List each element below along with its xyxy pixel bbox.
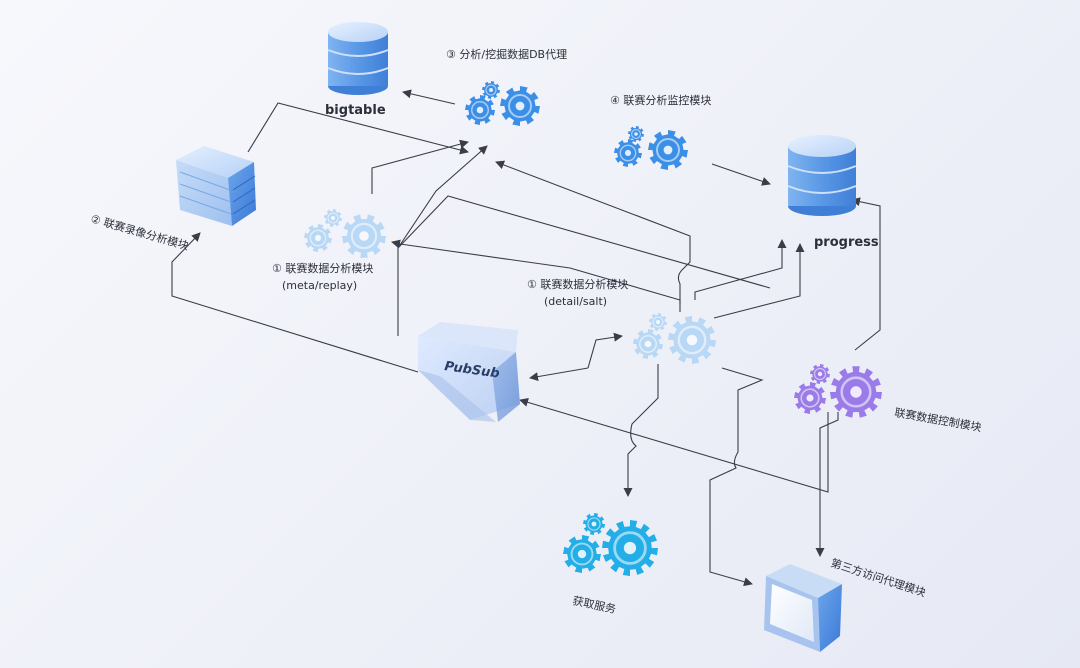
arrow-control-to-progress — [851, 197, 881, 351]
fetch-service-label: 获取服务 — [571, 594, 617, 616]
gear-icon-detail-large — [668, 316, 716, 364]
arrow-proxy-to-bigtable — [402, 89, 456, 105]
flow-lines — [171, 89, 881, 587]
gear-icon-fetch-small — [583, 513, 605, 535]
arrow-detail-to-proxy — [495, 160, 691, 304]
arrow-monitor-to-progress — [711, 163, 771, 186]
arrow-detail-to-progress — [694, 239, 787, 300]
pubsub-block — [418, 322, 520, 422]
arrow-detail-to-pubsub — [529, 367, 589, 382]
monitor-label: ④ 联赛分析监控模块 — [610, 93, 711, 107]
detail-analysis-sublabel: (detail/salt) — [544, 295, 607, 308]
arrow-detail-to-third — [709, 367, 764, 587]
gear-icon-proxy-mid — [465, 95, 495, 125]
gear-icon-meta-small — [324, 209, 342, 227]
meta-analysis-label: ① 联赛数据分析模块 — [272, 261, 373, 275]
arrow-detail-to-fetch — [623, 364, 659, 497]
gear-icon-control-small — [810, 364, 830, 384]
control-label: 联赛数据控制模块 — [893, 405, 982, 434]
arrow-control-to-third — [815, 412, 839, 557]
arrow-pubsub-to-replay — [171, 232, 419, 373]
gear-icon-detail-mid — [633, 329, 663, 359]
replay-analysis-cube — [176, 146, 256, 226]
replay-analysis-label: ② 联赛录像分析模块 — [89, 211, 190, 252]
arrow-detail-to-progress-2 — [713, 243, 805, 319]
gear-icon-meta-large — [342, 214, 386, 258]
gear-icon-monitor-small — [628, 126, 644, 142]
meta-analysis-sublabel: (meta/replay) — [282, 279, 357, 292]
db-proxy-label: ③ 分析/挖掘数据DB代理 — [446, 47, 567, 61]
gear-groups — [304, 81, 882, 576]
bigtable-database — [327, 22, 389, 95]
gear-icon-monitor-mid — [614, 139, 642, 167]
third-party-label: 第三方访问代理模块 — [829, 556, 927, 600]
gear-icon-proxy-large — [500, 86, 540, 126]
arrow-pubsub-to-detail — [587, 332, 623, 369]
gear-icon-fetch-large — [602, 520, 658, 576]
arrow-replay-to-proxy — [247, 102, 469, 155]
detail-analysis-label: ① 联赛数据分析模块 — [527, 277, 628, 291]
arrow-meta-to-proxy — [371, 139, 469, 194]
line-meta-to-progress — [397, 195, 771, 289]
gear-icon-control-large — [830, 366, 882, 418]
gear-icon-monitor-large — [648, 130, 688, 170]
third-party-cube — [764, 564, 842, 652]
gear-icon-meta-mid — [304, 224, 332, 252]
gear-icon-control-mid — [794, 382, 826, 414]
gear-icon-proxy-small — [482, 81, 500, 99]
gear-icon-detail-small — [649, 313, 667, 331]
arrow-detail-to-meta — [391, 239, 681, 312]
progress-label: progress — [814, 235, 879, 250]
gear-icon-fetch-mid — [563, 535, 601, 573]
bigtable-label: bigtable — [325, 103, 386, 118]
progress-database — [787, 135, 857, 216]
arrow-pubsub-to-meta-2 — [397, 145, 488, 336]
arrow-control-to-pubsub — [519, 397, 829, 493]
